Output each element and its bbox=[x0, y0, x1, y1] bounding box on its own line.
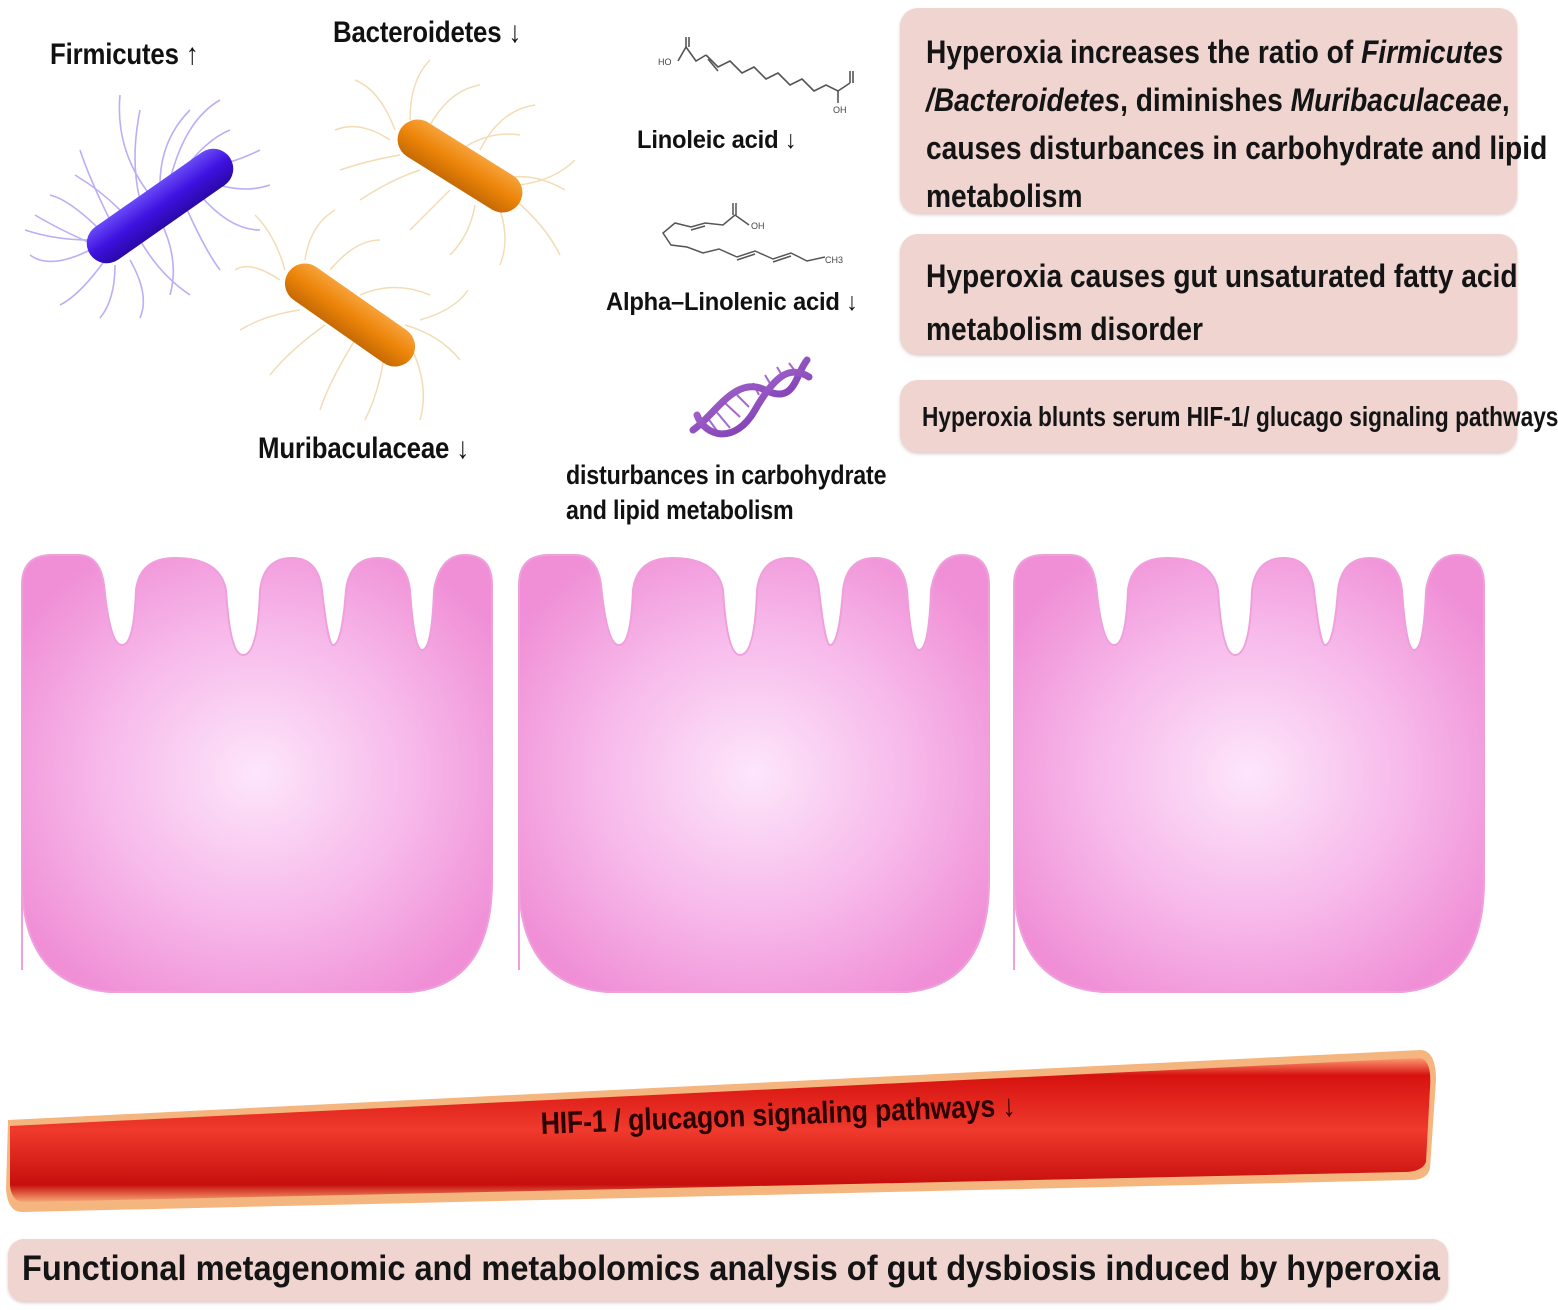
muribaculaceae-label: Muribaculaceae ↓ bbox=[258, 432, 469, 466]
box3-line1: Hyperoxia blunts serum HIF-1/ glucago si… bbox=[922, 401, 1558, 432]
box1-line4: metabolism bbox=[926, 178, 1083, 214]
alpha-linolenic-oh-text: OH bbox=[751, 221, 765, 231]
finding-box-ratio: Hyperoxia increases the ratio of Firmicu… bbox=[900, 8, 1547, 214]
muribaculaceae-name: Muribaculaceae bbox=[258, 432, 450, 465]
footer-title-box: Functional metagenomic and metabolomics … bbox=[8, 1239, 1448, 1301]
firmicutes-label: Firmicutes ↑ bbox=[50, 38, 199, 72]
down-arrow-icon: ↓ bbox=[784, 126, 797, 154]
down-arrow-icon: ↓ bbox=[508, 16, 522, 49]
dna-caption-line1: disturbances in carbohydrate bbox=[566, 460, 887, 490]
finding-box-hif1: Hyperoxia blunts serum HIF-1/ glucago si… bbox=[900, 380, 1558, 452]
blood-vessel bbox=[6, 1050, 1436, 1212]
alpha-linolenic-acid-name: Alpha–Linolenic acid bbox=[606, 288, 840, 316]
muribaculaceae-bacterium-icon bbox=[234, 209, 469, 421]
linoleic-acid-structure-icon: HO OH bbox=[658, 37, 854, 115]
linoleic-acid-label: Linoleic acid ↓ bbox=[637, 126, 797, 155]
up-arrow-icon: ↑ bbox=[185, 38, 199, 71]
bacteroidetes-label: Bacteroidetes ↓ bbox=[333, 16, 521, 50]
footer-title: Functional metagenomic and metabolomics … bbox=[22, 1249, 1441, 1288]
linoleic-oh-text: OH bbox=[833, 105, 847, 115]
box1-firmicutes: Firmicutes bbox=[1361, 34, 1504, 70]
dna-helix-icon bbox=[689, 356, 813, 438]
box1-bacteroidetes: /Bacteroidetes bbox=[926, 82, 1121, 118]
box2-line2: metabolism disorder bbox=[926, 311, 1203, 347]
box1-line1-a: Hyperoxia increases the ratio of bbox=[926, 34, 1362, 70]
alpha-linolenic-ch3-text: CH3 bbox=[825, 255, 843, 265]
down-arrow-icon: ↓ bbox=[456, 432, 469, 465]
linoleic-acid-name: Linoleic acid bbox=[637, 126, 779, 154]
intestinal-villi-cells bbox=[21, 553, 1485, 993]
box1-line2-d: , bbox=[1501, 82, 1510, 118]
bacteroidetes-name: Bacteroidetes bbox=[333, 16, 502, 49]
dna-caption: disturbances in carbohydrate and lipid m… bbox=[566, 458, 887, 528]
alpha-linolenic-acid-structure-icon: OH CH3 bbox=[662, 203, 843, 265]
linoleic-ho-text: HO bbox=[658, 57, 672, 67]
finding-box-fatty-acid: Hyperoxia causes gut unsaturated fatty a… bbox=[900, 234, 1518, 354]
box1-line3: causes disturbances in carbohydrate and … bbox=[926, 130, 1548, 166]
down-arrow-icon: ↓ bbox=[846, 288, 858, 316]
down-arrow-icon: ↓ bbox=[1001, 1087, 1017, 1124]
box2-line1: Hyperoxia causes gut unsaturated fatty a… bbox=[926, 258, 1518, 294]
firmicutes-name: Firmicutes bbox=[50, 38, 179, 71]
alpha-linolenic-acid-label: Alpha–Linolenic acid ↓ bbox=[606, 288, 858, 317]
bacteroidetes-bacterium-icon bbox=[334, 59, 576, 266]
firmicutes-bacterium-icon bbox=[24, 94, 271, 319]
villus-cell bbox=[21, 553, 493, 993]
box1-line2-b: , diminishes bbox=[1120, 82, 1291, 118]
dna-caption-line2: and lipid metabolism bbox=[566, 495, 794, 525]
box1-muribaculaceae: Muribaculaceae bbox=[1290, 82, 1502, 118]
